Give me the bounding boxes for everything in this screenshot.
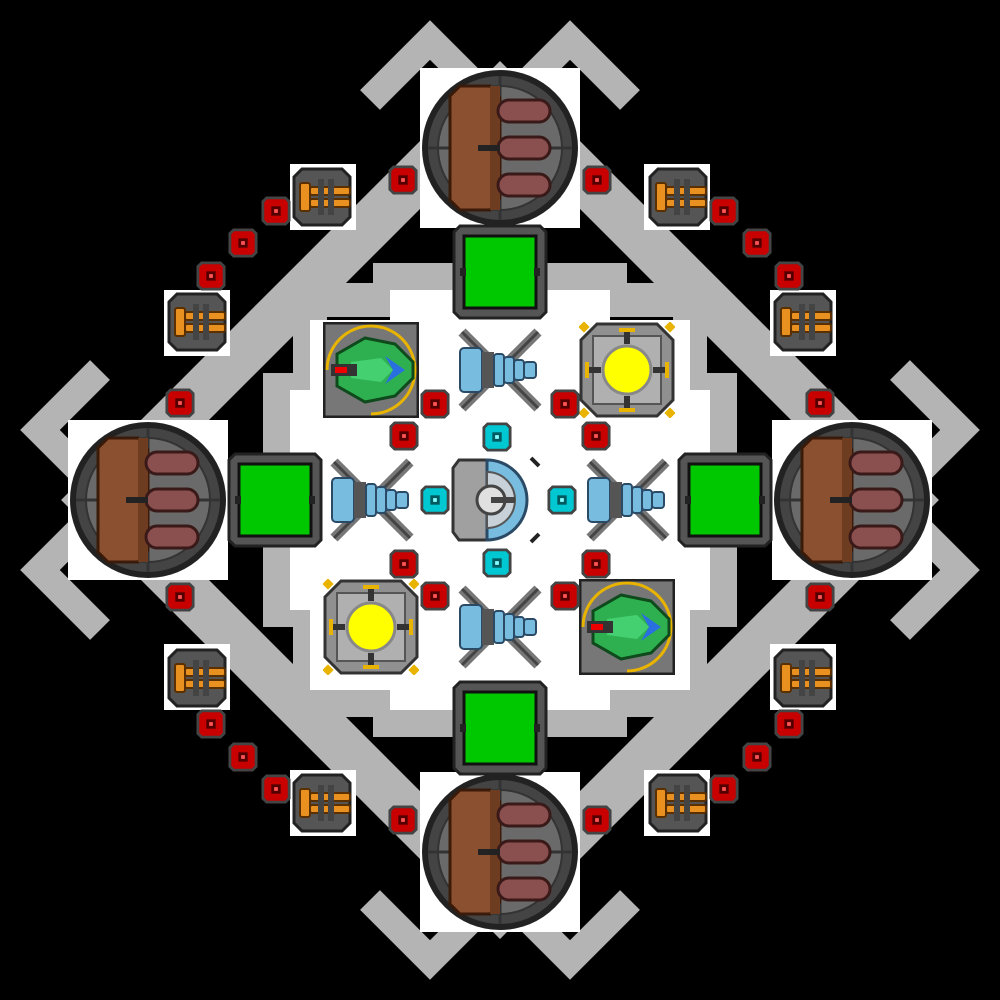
shield-emitter-icon[interactable] <box>579 579 675 675</box>
armor-node-icon[interactable] <box>774 261 804 291</box>
armor-node-icon[interactable] <box>228 742 258 772</box>
armor-node-icon[interactable] <box>165 582 195 612</box>
power-cell-icon[interactable] <box>677 452 773 548</box>
armor-node-icon[interactable] <box>581 549 611 579</box>
armor-node-icon[interactable] <box>774 709 804 739</box>
armor-node-icon[interactable] <box>709 774 739 804</box>
connector-icon[interactable] <box>547 485 577 515</box>
light-gun-icon[interactable] <box>292 773 352 833</box>
armor-node-icon[interactable] <box>420 389 450 419</box>
heavy-turret-icon[interactable] <box>68 420 228 580</box>
armor-node-icon[interactable] <box>389 549 419 579</box>
armor-node-icon[interactable] <box>420 581 450 611</box>
connector-icon[interactable] <box>420 485 450 515</box>
connector-icon[interactable] <box>482 422 512 452</box>
power-cell-icon[interactable] <box>227 452 323 548</box>
armor-node-icon[interactable] <box>388 165 418 195</box>
armor-node-icon[interactable] <box>742 228 772 258</box>
armor-node-icon[interactable] <box>582 805 612 835</box>
armor-node-icon[interactable] <box>196 709 226 739</box>
heavy-turret-icon[interactable] <box>420 772 580 932</box>
light-gun-icon[interactable] <box>648 773 708 833</box>
armor-node-icon[interactable] <box>550 581 580 611</box>
armor-node-icon[interactable] <box>581 421 611 451</box>
connector-icon[interactable] <box>482 548 512 578</box>
armor-node-icon[interactable] <box>582 165 612 195</box>
reactor-icon[interactable] <box>322 578 419 675</box>
light-gun-icon[interactable] <box>773 648 833 708</box>
power-cell-icon[interactable] <box>452 224 548 320</box>
light-gun-icon[interactable] <box>292 167 352 227</box>
heavy-turret-icon[interactable] <box>420 68 580 228</box>
heavy-turret-icon[interactable] <box>772 420 932 580</box>
armor-node-icon[interactable] <box>228 228 258 258</box>
reactor-icon[interactable] <box>578 321 675 418</box>
light-gun-icon[interactable] <box>773 292 833 352</box>
shield-emitter-icon[interactable] <box>323 322 419 418</box>
armor-node-icon[interactable] <box>261 774 291 804</box>
light-gun-icon[interactable] <box>167 292 227 352</box>
armor-node-icon[interactable] <box>261 196 291 226</box>
armor-node-icon[interactable] <box>805 582 835 612</box>
armor-node-icon[interactable] <box>742 742 772 772</box>
power-cell-icon[interactable] <box>452 680 548 776</box>
armor-node-icon[interactable] <box>805 388 835 418</box>
armor-node-icon[interactable] <box>389 421 419 451</box>
armor-node-icon[interactable] <box>196 261 226 291</box>
armor-node-icon[interactable] <box>388 805 418 835</box>
armor-node-icon[interactable] <box>165 388 195 418</box>
light-gun-icon[interactable] <box>167 648 227 708</box>
armor-node-icon[interactable] <box>550 389 580 419</box>
armor-node-icon[interactable] <box>709 196 739 226</box>
light-gun-icon[interactable] <box>648 167 708 227</box>
